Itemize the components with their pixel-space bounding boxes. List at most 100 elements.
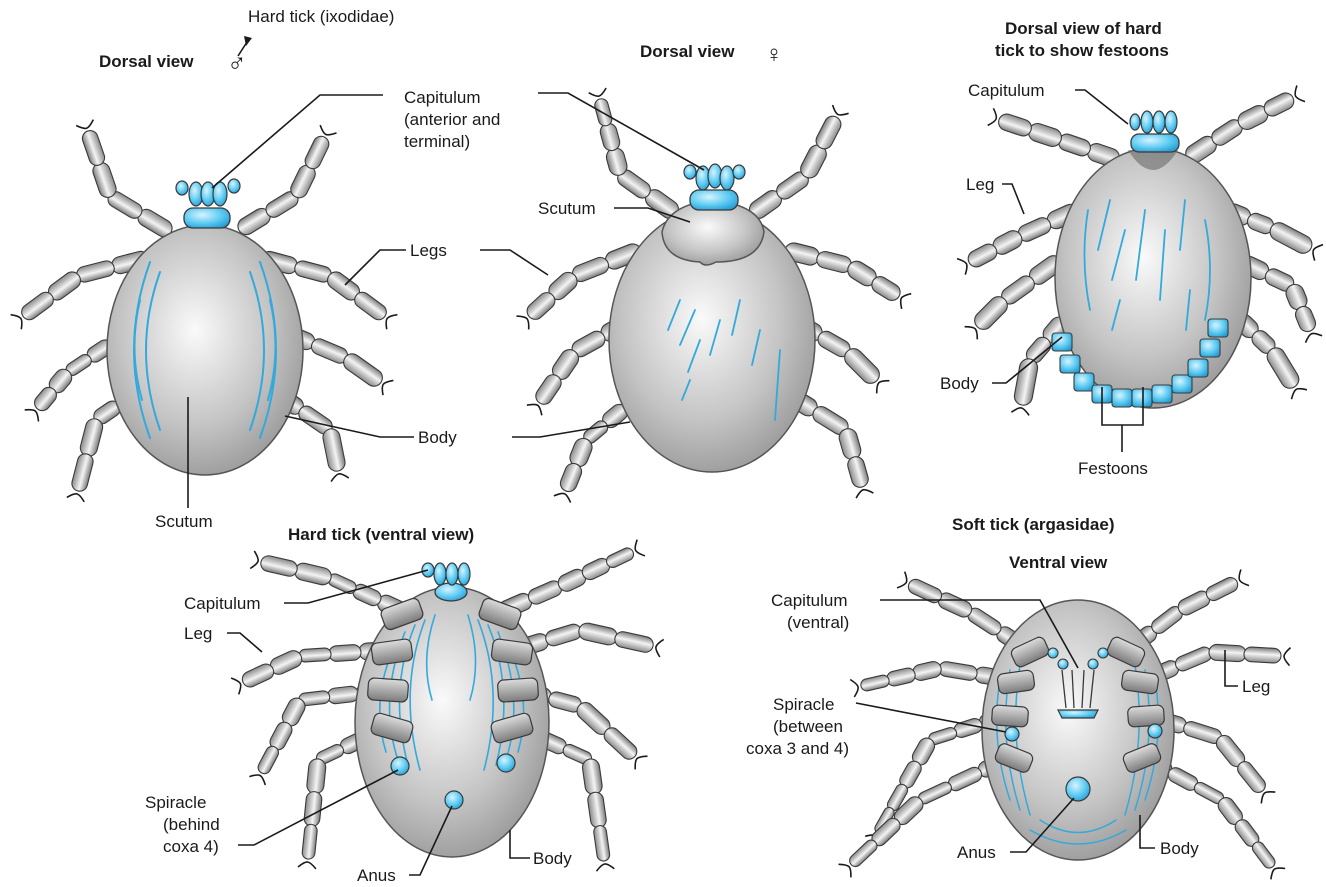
festoon-segment bbox=[1074, 373, 1094, 391]
soft-leg-l4-segment bbox=[847, 838, 879, 869]
male-body bbox=[107, 225, 303, 475]
festoon-leg-r2-segment bbox=[1267, 220, 1315, 257]
title-dorsal-male: Dorsal view bbox=[99, 52, 194, 71]
male-leg-l1-segment bbox=[91, 160, 119, 199]
female-leg-l4-claw bbox=[554, 493, 571, 502]
title-soft-tick: Soft tick (argasidae) bbox=[952, 515, 1115, 534]
female-symbol-icon: ♀ bbox=[765, 41, 783, 68]
hard-leg-r3-segment bbox=[601, 725, 640, 763]
label-spiracle-hard-2: (behind bbox=[163, 815, 220, 834]
female-leg-l3-claw bbox=[527, 404, 542, 415]
hard-leg-r2-segment bbox=[577, 621, 619, 646]
soft-leg-r2-claw bbox=[1284, 648, 1291, 666]
festoon-leg-l3-segment bbox=[971, 293, 1011, 333]
male-dorsal-tick bbox=[107, 179, 303, 475]
hard-coxa-l3 bbox=[367, 678, 408, 703]
hard-leg-l2-segment bbox=[240, 662, 276, 690]
hard-leg-l2-segment bbox=[328, 644, 361, 662]
hard-leg-l3-segment bbox=[256, 744, 281, 776]
soft-anus bbox=[1066, 777, 1090, 801]
male-leg-r1-segment bbox=[303, 134, 332, 172]
festoon-segment bbox=[1208, 319, 1228, 337]
hard-coxa-r2 bbox=[491, 638, 534, 665]
soft-leg-r2-segment bbox=[1209, 644, 1247, 662]
soft-leg-r4-claw bbox=[1271, 868, 1285, 879]
soft-leg-r4-segment bbox=[1250, 840, 1277, 871]
hard-leg-l2-claw bbox=[231, 678, 241, 694]
male-leg-r2-claw bbox=[386, 315, 397, 330]
label-anus-soft: Anus bbox=[957, 843, 996, 862]
title-festoon-view-2: tick to show festoons bbox=[995, 41, 1169, 60]
female-leg-r1 bbox=[746, 105, 849, 222]
soft-coxa-r3 bbox=[1127, 705, 1164, 727]
female-leg-r3-segment bbox=[841, 345, 883, 387]
hard-leg-l4-segment bbox=[303, 791, 322, 827]
festoon-leg-r4-segment bbox=[1264, 344, 1302, 391]
male-leg-l4-claw bbox=[67, 494, 84, 502]
female-leg-r1-segment bbox=[813, 113, 844, 151]
male-leg-r4-claw bbox=[331, 474, 349, 482]
label-legs: Legs bbox=[410, 241, 447, 260]
label-body-festoon: Body bbox=[940, 374, 979, 393]
male-symbol-icon: ♂ bbox=[227, 48, 247, 78]
festoon-leg-l1-segment bbox=[1026, 121, 1064, 149]
female-leg-r4-segment bbox=[837, 427, 863, 462]
female-leg-r4-segment bbox=[846, 455, 870, 489]
male-leg-r3-claw bbox=[382, 380, 393, 395]
soft-coxa-r2 bbox=[1121, 670, 1159, 695]
female-dorsal-tick bbox=[609, 164, 815, 472]
label-capitulum-anterior: Capitulum bbox=[404, 88, 481, 107]
hard-leg-l1-segment bbox=[293, 562, 333, 587]
male-leg-l2-segment bbox=[75, 259, 116, 284]
male-leg-l3-claw bbox=[25, 410, 39, 422]
soft-spiracle-left bbox=[1005, 727, 1019, 741]
festoon-segment bbox=[1172, 375, 1192, 393]
festoon-segment bbox=[1132, 389, 1152, 407]
label-festoons: Festoons bbox=[1078, 459, 1148, 478]
festoon-segment bbox=[1152, 385, 1172, 403]
label-anus-hard: Anus bbox=[357, 866, 396, 885]
soft-leg-r1-segment bbox=[1204, 575, 1240, 603]
female-leg-l1-claw bbox=[589, 88, 606, 96]
soft-leg-l1-claw bbox=[897, 572, 907, 588]
male-leg-l2-segment bbox=[19, 289, 57, 323]
soft-coxa-l2 bbox=[997, 670, 1035, 695]
soft-leg-l2-segment bbox=[860, 674, 891, 692]
soft-leg-l2-segment bbox=[938, 661, 978, 682]
male-leg-l1-segment bbox=[80, 129, 106, 168]
title-soft-ventral: Ventral view bbox=[1009, 553, 1108, 572]
festoon-leg-l1-segment bbox=[996, 112, 1033, 138]
hard-anus bbox=[445, 791, 463, 809]
female-capitulum bbox=[684, 164, 745, 210]
festoon-body bbox=[1055, 148, 1251, 408]
hard-leg-l1-segment bbox=[259, 554, 299, 578]
festoon-leg-r1-claw bbox=[1295, 86, 1305, 102]
title-hard-ventral: Hard tick (ventral view) bbox=[288, 525, 474, 544]
male-leg-r3-segment bbox=[340, 350, 385, 389]
soft-leg-r3-claw bbox=[1261, 792, 1275, 804]
festoon-leg-l2-claw bbox=[957, 259, 967, 275]
soft-spiracle-right bbox=[1148, 724, 1162, 738]
hard-leg-r1-claw bbox=[635, 540, 645, 556]
label-leg-soft: Leg bbox=[1242, 677, 1270, 696]
label-capitulum-soft-1: Capitulum bbox=[771, 591, 848, 610]
title-dorsal-female: Dorsal view bbox=[640, 42, 735, 61]
label-spiracle-hard-3: coxa 4) bbox=[163, 837, 219, 856]
label-capitulum-festoon: Capitulum bbox=[968, 81, 1045, 100]
festoon-leg-r1 bbox=[1182, 86, 1305, 167]
hard-leg-l2-segment bbox=[299, 648, 332, 663]
festoon-leg-l3-claw bbox=[965, 327, 978, 340]
festoon-segment bbox=[1060, 355, 1080, 373]
hard-leg-r2-segment bbox=[544, 622, 583, 648]
label-scutum-female: Scutum bbox=[538, 199, 596, 218]
festoon-leg-r2-claw bbox=[1313, 245, 1323, 261]
soft-leg-r3-segment bbox=[1235, 759, 1269, 796]
soft-coxa-l3 bbox=[991, 705, 1028, 727]
soft-leg-l1-segment bbox=[906, 577, 944, 605]
male-leg-r4-segment bbox=[321, 427, 346, 472]
festoon-leg-l1-claw bbox=[988, 108, 997, 125]
soft-leg-r1-claw bbox=[1239, 570, 1249, 586]
soft-ventral-tick bbox=[982, 600, 1174, 860]
hard-leg-r3-claw bbox=[635, 756, 647, 769]
